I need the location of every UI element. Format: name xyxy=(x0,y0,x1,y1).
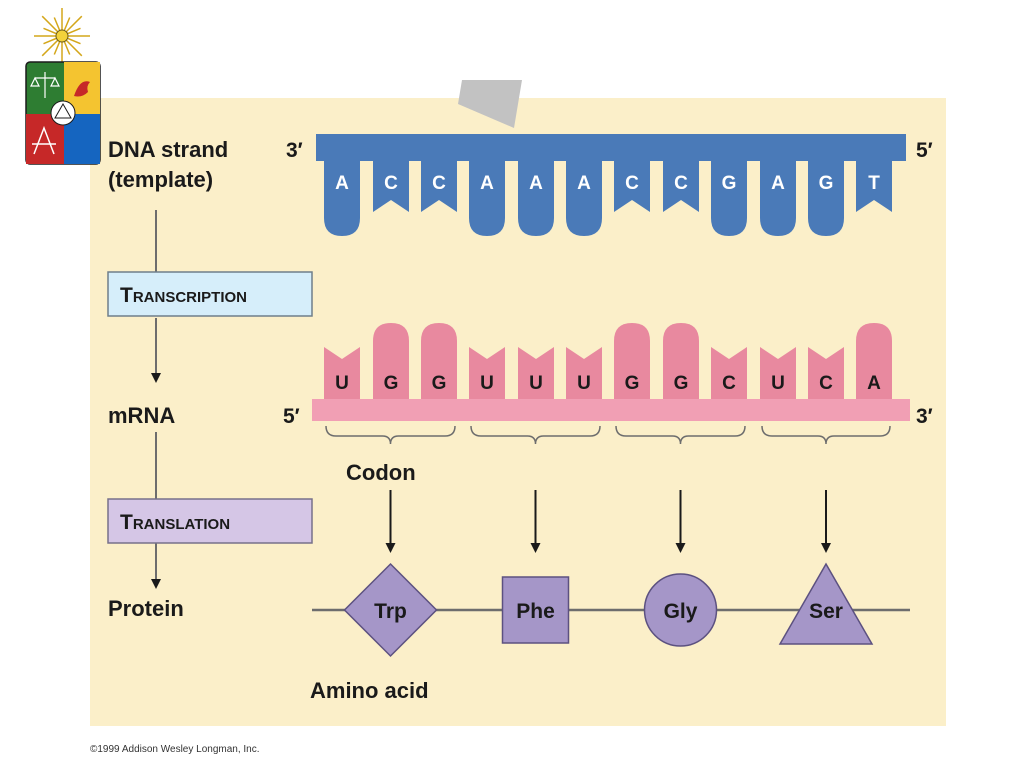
mrna-backbone xyxy=(312,399,910,421)
amino-acid-square-shape xyxy=(501,576,570,644)
bird-icon xyxy=(74,81,90,97)
mrna-base-shape xyxy=(566,347,602,401)
dna-base-shape xyxy=(808,160,844,236)
dna-base-letter: G xyxy=(722,173,737,194)
dna-base-letter: A xyxy=(335,173,349,194)
dna-base-letter: C xyxy=(432,173,446,194)
pointer-tab-icon xyxy=(458,80,522,128)
dna-base-letter: G xyxy=(819,173,834,194)
dna-end-left: 3′ xyxy=(286,139,303,162)
codon-brace xyxy=(470,425,601,445)
mrna-base-letter: G xyxy=(384,373,399,394)
scales-icon xyxy=(30,72,60,98)
dna-base-letter: A xyxy=(529,173,543,194)
dna-base-shape xyxy=(518,160,554,236)
codon-label: Codon xyxy=(346,460,416,485)
mrna-base-letter: U xyxy=(771,373,785,394)
mrna-base-shape xyxy=(469,347,505,401)
translation-rest: RANSLATION xyxy=(133,516,230,533)
dna-base-letter: C xyxy=(674,173,688,194)
dna-base-shape xyxy=(856,160,892,212)
dna-backbone xyxy=(316,134,906,161)
dna-base-shape xyxy=(614,160,650,212)
dna-base-shape xyxy=(566,160,602,236)
dna-base-letter: A xyxy=(480,173,494,194)
mrna-base-letter: U xyxy=(529,373,543,394)
mrna-base-shape xyxy=(324,347,360,401)
dna-template-label: (template) xyxy=(108,167,213,192)
dna-strand-label: DNA strand xyxy=(108,137,228,162)
mrna-label: mRNA xyxy=(108,403,175,428)
dna-strand: A C C A A A C C G A G T 3′ 5′ xyxy=(286,134,933,236)
transcription-step: TRANSCRIPTION xyxy=(107,271,313,317)
mrna-base-shape xyxy=(518,347,554,401)
protein-label: Protein xyxy=(108,596,184,621)
amino-acid-circle-shape xyxy=(643,573,718,647)
codon-brace xyxy=(615,425,746,445)
amino-acid-name: Trp xyxy=(374,600,407,623)
mrna-end-right: 3′ xyxy=(916,405,933,428)
mrna-base-letter: U xyxy=(335,373,349,394)
amino-acid-label: Amino acid xyxy=(310,678,429,703)
university-logo xyxy=(25,8,101,165)
mrna-base-shape xyxy=(808,347,844,401)
mrna-base-shape xyxy=(373,323,409,401)
dna-base-shape xyxy=(324,160,360,236)
dna-base-shape xyxy=(711,160,747,236)
dna-base-shape xyxy=(663,160,699,212)
amino-acid-name: Ser xyxy=(809,600,843,623)
amino-acid-diamond-shape xyxy=(343,562,438,658)
amino-acid-triangle-shape xyxy=(778,562,874,645)
mrna-base-letter: G xyxy=(674,373,689,394)
mrna-base-letter: A xyxy=(867,373,881,394)
codon-brace xyxy=(325,425,456,445)
dna-base-shape xyxy=(469,160,505,236)
mrna-base-shape xyxy=(421,323,457,401)
dna-base-letter: C xyxy=(625,173,639,194)
mrna-base-shape xyxy=(614,323,650,401)
dna-base-letter: A xyxy=(771,173,785,194)
amino-acid-name: Phe xyxy=(516,600,555,623)
dna-base-letter: A xyxy=(577,173,591,194)
dna-base-letter: C xyxy=(384,173,398,194)
dna-base-shape xyxy=(760,160,796,236)
svg-text:TRANSLATION: TRANSLATION xyxy=(120,511,230,534)
mrna-base-letter: C xyxy=(819,373,833,394)
mrna-base-letter: U xyxy=(577,373,591,394)
transcription-rest: RANSCRIPTION xyxy=(133,289,247,306)
mrna-base-shape xyxy=(760,347,796,401)
amino-acid-name: Gly xyxy=(664,600,698,623)
mrna-base-shape xyxy=(663,323,699,401)
copyright-text: ©1999 Addison Wesley Longman, Inc. xyxy=(90,744,260,755)
dna-end-right: 5′ xyxy=(916,139,933,162)
mrna-base-shape xyxy=(711,347,747,401)
mrna-strand: U G G U U U G G C U C A 5′ 3′ xyxy=(283,323,933,428)
mrna-base-letter: G xyxy=(432,373,447,394)
mrna-base-letter: G xyxy=(625,373,640,394)
mrna-base-letter: U xyxy=(480,373,494,394)
mrna-base-letter: C xyxy=(722,373,736,394)
translation-step: TRANSLATION xyxy=(107,498,313,544)
svg-text:TRANSCRIPTION: TRANSCRIPTION xyxy=(120,284,247,307)
mrna-end-left: 5′ xyxy=(283,405,300,428)
atom-icon xyxy=(50,100,76,126)
dna-base-letter: T xyxy=(868,173,880,194)
translation-initial: T xyxy=(120,511,133,534)
codon-brace xyxy=(761,425,891,445)
dna-base-shape xyxy=(373,160,409,212)
mrna-base-shape xyxy=(856,323,892,401)
transcription-initial: T xyxy=(120,284,133,307)
dna-base-shape xyxy=(421,160,457,212)
drafting-tools-icon xyxy=(32,125,56,155)
